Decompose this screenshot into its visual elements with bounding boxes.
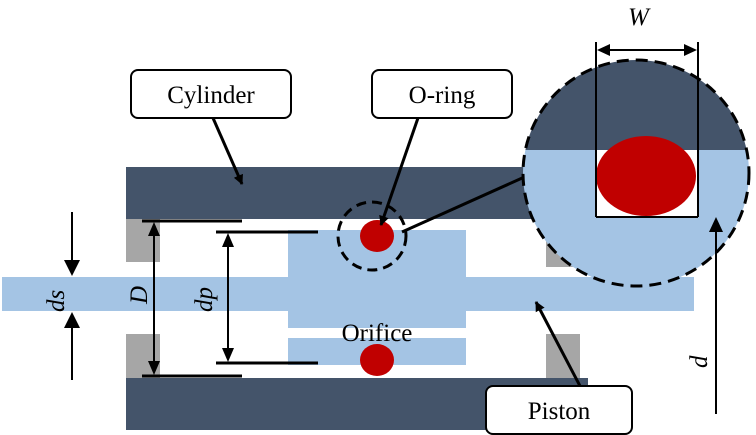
cylinder-label-box [130, 69, 292, 119]
zoom-connector-line [401, 168, 541, 234]
ds-dimension-label: ds [43, 290, 70, 312]
piston-pointer [534, 301, 582, 387]
w-dimension-label: W [628, 4, 651, 31]
dp-arrowhead-top [222, 233, 234, 247]
d-big-dimension-label: D [126, 286, 153, 305]
w-arrowhead-left [597, 44, 610, 56]
cylinder-pointer [211, 117, 244, 185]
oring-label-box [371, 69, 513, 119]
ds-arrowhead-lower [64, 312, 80, 328]
w-arrowhead-right [684, 44, 697, 56]
oring-bottom [360, 344, 394, 376]
ds-arrowhead-upper [64, 260, 80, 276]
d-big-arrowhead-top [148, 222, 160, 236]
oring-pointer [379, 117, 420, 226]
oring-top [360, 220, 394, 252]
orifice-label: Orifice [342, 320, 413, 347]
piston-label: Piston [528, 398, 591, 425]
oring-highlight-circle [336, 200, 408, 272]
zoom-detail-border [521, 58, 751, 288]
oring-label: O-ring [409, 82, 476, 109]
d-dimension-label: d [686, 355, 713, 368]
d-big-arrowhead-bottom [148, 361, 160, 375]
d-arrowhead [709, 217, 723, 232]
piston-label-box [485, 385, 633, 435]
dp-arrowhead-bottom [222, 348, 234, 362]
dp-dimension-label: dp [191, 287, 218, 312]
cylinder-label: Cylinder [167, 82, 255, 109]
cylinder-top-wall [126, 167, 562, 219]
